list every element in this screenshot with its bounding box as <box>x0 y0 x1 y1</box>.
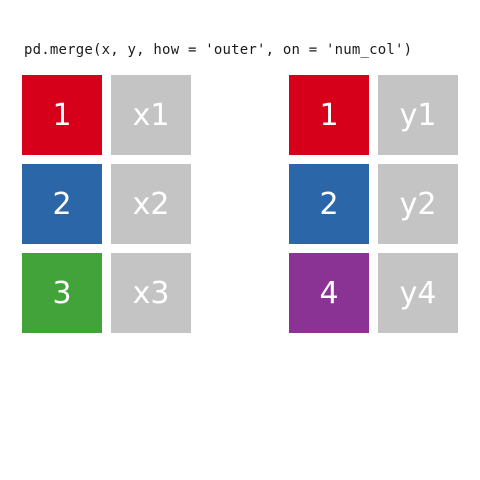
table-x-row-3: 3 x3 <box>22 253 191 333</box>
y-value-cell-4: y4 <box>378 253 458 333</box>
y-value-cell-1: y1 <box>378 75 458 155</box>
x-key-cell-2: 2 <box>22 164 102 244</box>
x-key-cell-3: 3 <box>22 253 102 333</box>
table-y-row-2: 2 y2 <box>289 164 458 244</box>
y-key-cell-1: 1 <box>289 75 369 155</box>
y-value-cell-2: y2 <box>378 164 458 244</box>
x-value-cell-3: x3 <box>111 253 191 333</box>
table-y-row-3: 4 y4 <box>289 253 458 333</box>
x-key-cell-1: 1 <box>22 75 102 155</box>
merge-code-label: pd.merge(x, y, how = 'outer', on = 'num_… <box>24 42 413 58</box>
table-x-row-1: 1 x1 <box>22 75 191 155</box>
x-value-cell-2: x2 <box>111 164 191 244</box>
table-y: 1 y1 2 y2 4 y4 <box>289 75 458 342</box>
table-x-row-2: 2 x2 <box>22 164 191 244</box>
y-key-cell-2: 2 <box>289 164 369 244</box>
y-key-cell-4: 4 <box>289 253 369 333</box>
table-y-row-1: 1 y1 <box>289 75 458 155</box>
table-x: 1 x1 2 x2 3 x3 <box>22 75 191 342</box>
x-value-cell-1: x1 <box>111 75 191 155</box>
